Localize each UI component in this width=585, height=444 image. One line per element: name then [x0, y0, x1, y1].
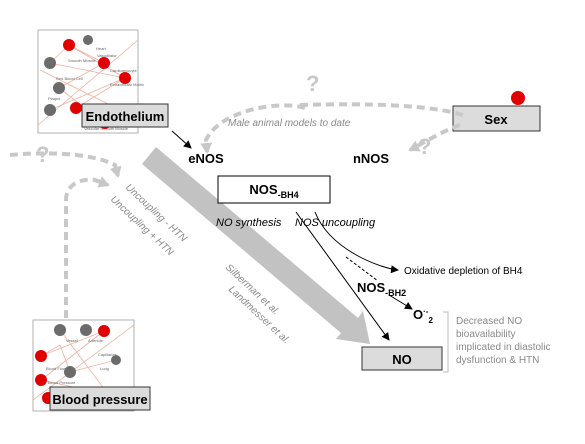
network-node-grey — [53, 82, 65, 94]
conclusion-text: Decreased NO bioavailability implicated … — [456, 316, 551, 366]
black-arrows — [171, 130, 413, 341]
top-dashed-arc — [200, 103, 306, 154]
sex-red-dot — [511, 91, 525, 105]
question-mark-left: ? — [36, 142, 49, 167]
network-node-red — [98, 57, 110, 69]
sex-label: Sex — [484, 112, 508, 127]
question-marks: ? ? ? — [36, 71, 431, 167]
conclusion-line: dysfunction & HTN — [456, 355, 539, 366]
network-node-grey — [83, 35, 93, 45]
grey-dashed-connectors — [9, 102, 464, 318]
nos-bh2-node: NOS-BH2 — [357, 280, 406, 298]
network-node-red — [98, 325, 110, 337]
thumbnail-label: Blood Pressure — [48, 380, 76, 385]
question-mark-right: ? — [418, 134, 431, 159]
nnos-label: nNOS — [353, 151, 389, 166]
endothelium-to-enos-arrow — [171, 130, 192, 149]
conclusion-line: implicated in diastolic — [456, 342, 551, 353]
conclusion-bracket — [443, 311, 449, 373]
bh2-to-superoxide-arrow — [388, 294, 413, 310]
network-node-red — [70, 102, 82, 114]
nos-bh2-main: NOS — [357, 280, 386, 295]
network-node-red — [63, 39, 75, 51]
conclusion-line: bioavailability — [456, 329, 515, 340]
sex-node: Sex — [452, 91, 541, 132]
male-models-label: Male animal models to date — [228, 118, 351, 129]
network-node-grey — [44, 104, 56, 116]
uncoupling-to-oxidative-arrow — [314, 211, 399, 274]
nos-to-no-arrow — [295, 211, 390, 341]
thumbnail-label: Cardiomyocyte — [110, 68, 137, 73]
thumbnail-node-labels: Vessel Arteriole Capillaries Lung Blood … — [46, 338, 117, 385]
nos-bh2-sub: -BH2 — [385, 288, 406, 298]
superoxide-main: O — [413, 307, 423, 322]
endothelium-label: Endothelium — [86, 109, 165, 124]
svg-text:NOS-BH4: NOS-BH4 — [249, 182, 298, 200]
nos-bh4-sub: -BH4 — [278, 190, 299, 200]
thumbnail-label: Heart — [96, 46, 107, 51]
no-node: NO — [361, 346, 443, 371]
conclusion-line: Decreased NO — [456, 316, 522, 327]
superoxide-sub: 2 — [428, 316, 433, 325]
network-node-grey — [80, 324, 92, 336]
blood-pressure-label: Blood pressure — [52, 392, 147, 407]
enos-label: eNOS — [188, 151, 224, 166]
endothelium-node: Endothelium — [81, 103, 169, 128]
big-grey-arrow — [142, 147, 370, 344]
bp-dashed-up — [64, 176, 110, 318]
oxidative-depletion-label: Oxidative depletion of BH4 — [404, 266, 523, 277]
network-node-grey — [64, 366, 76, 378]
network-node-grey — [111, 355, 121, 365]
nos-uncoupling-label: NOS uncoupling — [295, 217, 376, 229]
thumbnail-label: Plaque — [48, 96, 61, 101]
thumbnail-label: Arteriole — [88, 338, 104, 343]
network-node-grey — [44, 57, 56, 69]
thumbnail-label: Smooth Muscle — [68, 58, 96, 63]
no-synthesis-label: NO synthesis — [216, 217, 282, 229]
blood-pressure-node: Blood pressure — [49, 386, 151, 411]
question-mark-top: ? — [306, 71, 319, 96]
superoxide-node: O·-2 — [413, 307, 433, 325]
left-dashed-to-uncoupling — [9, 151, 122, 178]
nos-bh4-main: NOS — [249, 182, 278, 197]
sex-to-nnos-dashed — [408, 123, 461, 152]
thumbnail-label: Capillaries — [98, 352, 117, 357]
thumbnail-label: Blood Flow — [46, 366, 66, 371]
nos-bh4-node: NOS-BH4 — [217, 175, 331, 204]
thumbnail-label: Vasodilator — [97, 53, 117, 58]
thumbnail-label: Vessel — [66, 338, 78, 343]
superoxide-sup: ·- — [423, 307, 429, 316]
thumbnail-label: Lung — [100, 366, 109, 371]
dashed-depletion-line — [345, 256, 379, 282]
thumbnail-label: Extracellular Matrix — [110, 82, 144, 87]
thumbnail-label: Red Blood Cell — [56, 76, 83, 81]
network-node-red — [35, 374, 47, 386]
network-node-red — [35, 350, 47, 362]
no-label: NO — [392, 352, 412, 367]
sex-to-enos-dashed — [299, 102, 464, 117]
network-node-red — [119, 72, 131, 84]
network-node-grey — [54, 324, 66, 336]
